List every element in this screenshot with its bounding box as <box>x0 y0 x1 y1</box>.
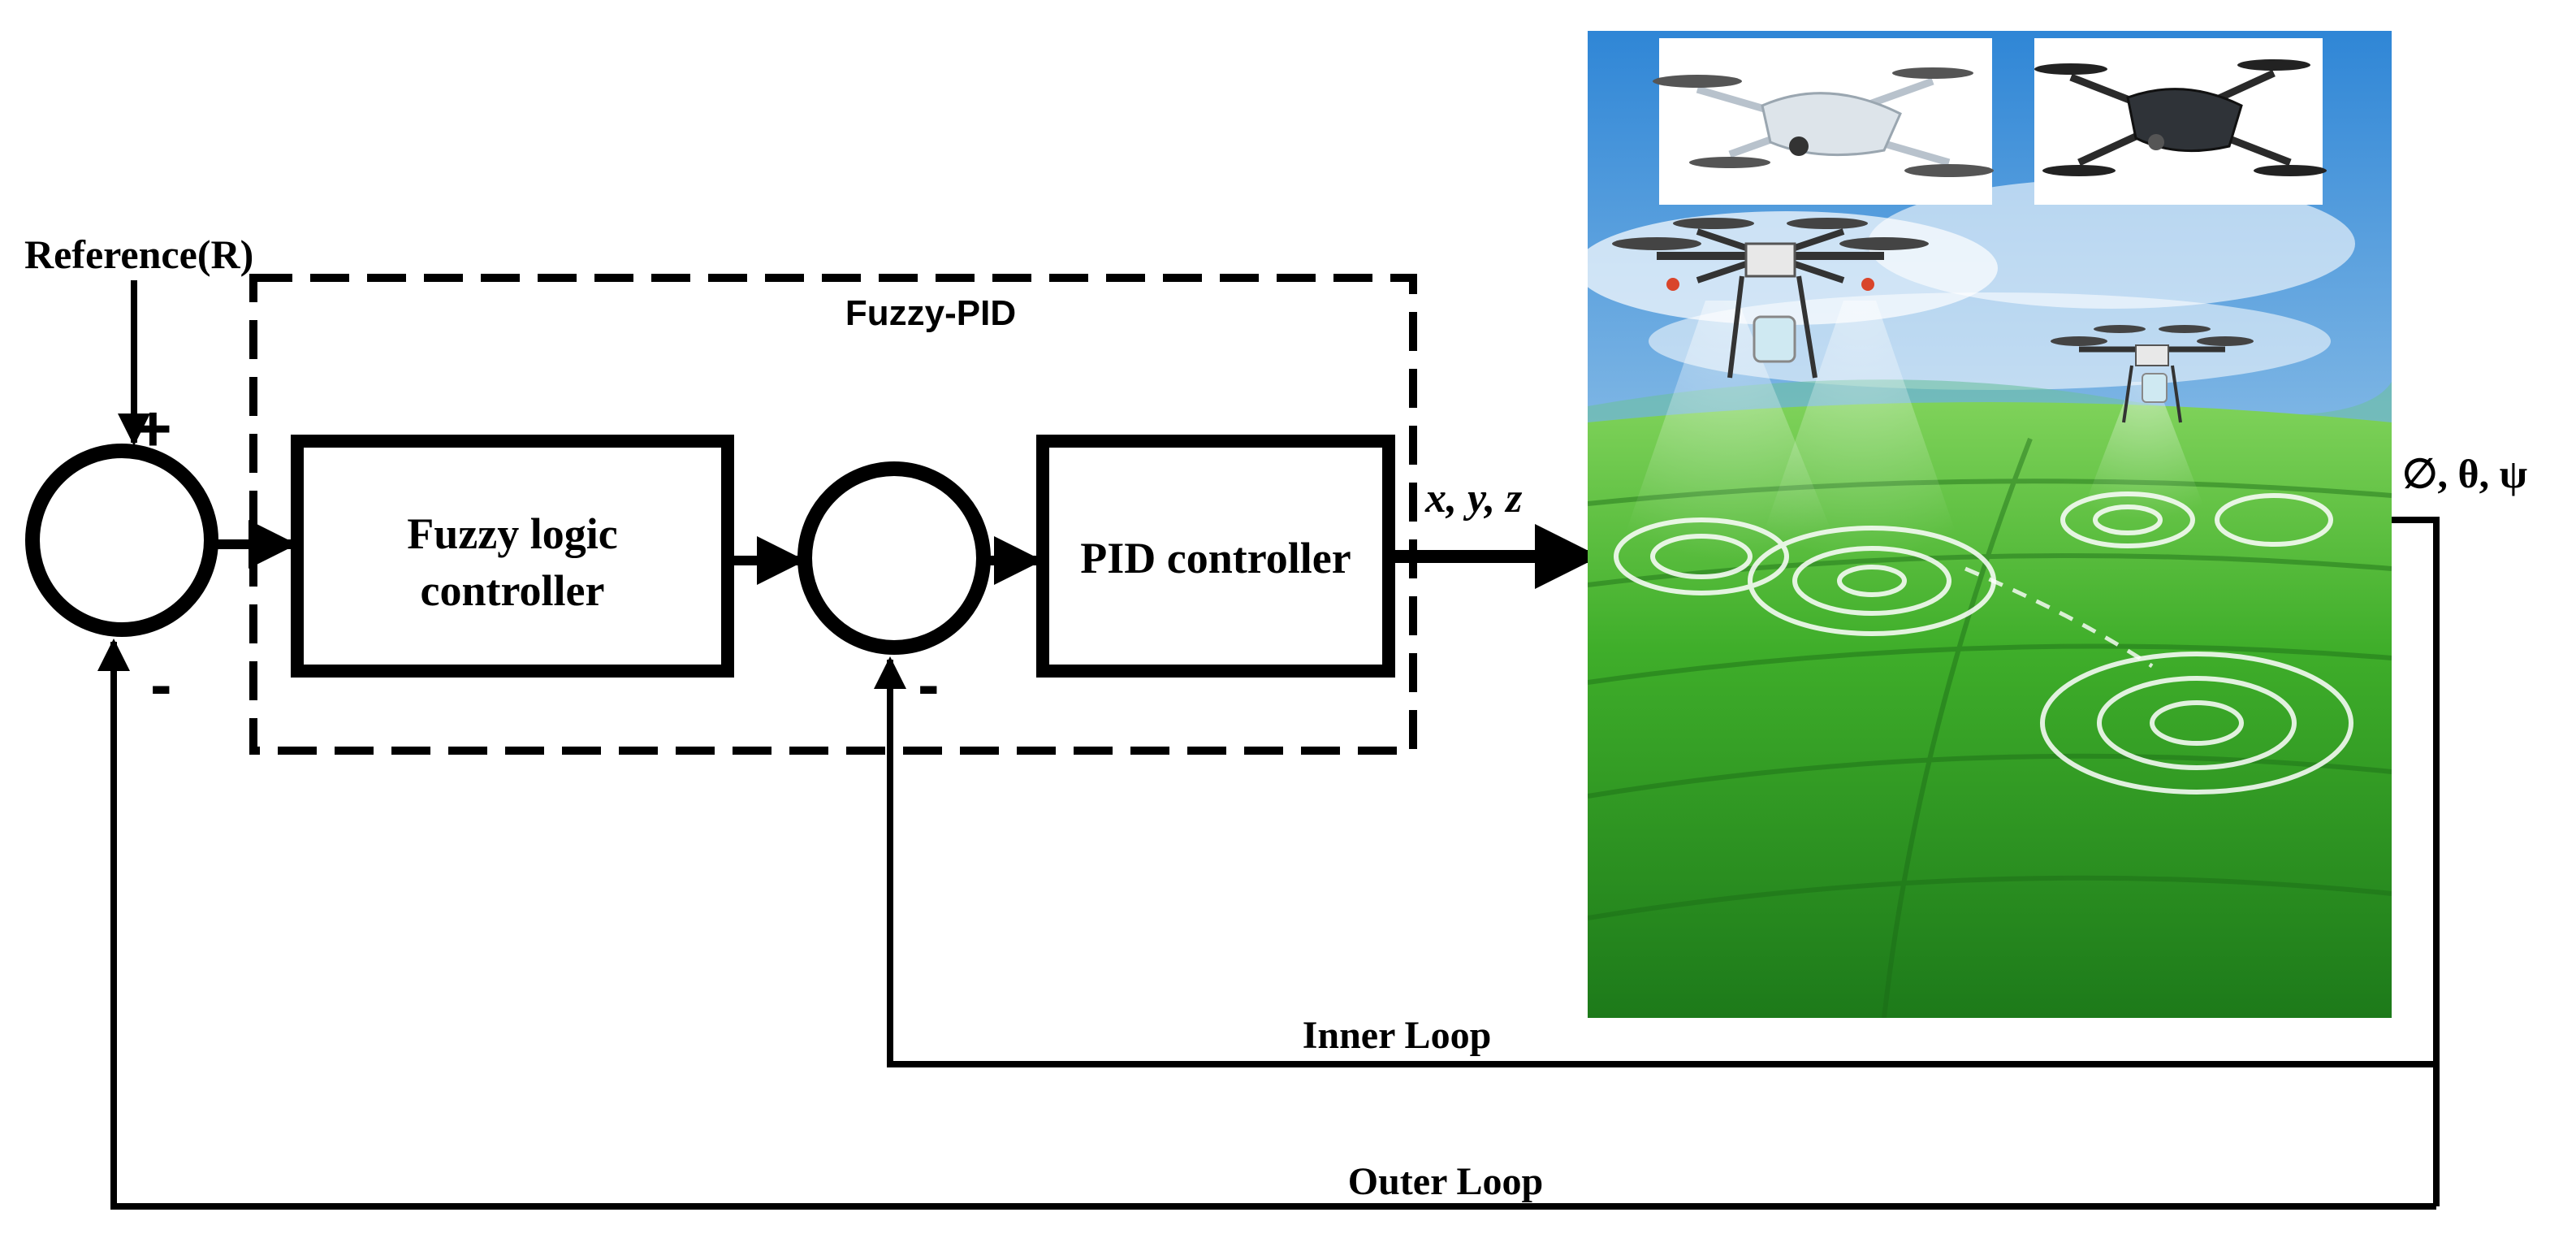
white-drone-icon <box>1653 38 1994 205</box>
plant-output-line <box>2392 517 2440 1206</box>
reference-label: Reference(R) <box>24 232 253 277</box>
outer-minus-sign: - <box>150 648 172 721</box>
fuzzy-pid-title: Fuzzy-PID <box>845 293 1016 333</box>
spray-drone-icon-small <box>2051 325 2254 423</box>
fuzzy-logic-label-line2: controller <box>421 566 605 615</box>
fuzzy-pid-boundary <box>249 274 1417 755</box>
plus-sign: + <box>134 392 172 465</box>
angles-signal-label: ∅, θ, ψ <box>2402 451 2527 496</box>
outer-summing-junction <box>25 444 218 637</box>
inner-loop-feedback <box>874 656 2436 1067</box>
pid-controller-label: PID controller <box>1080 534 1351 582</box>
outer-loop-feedback <box>97 639 2436 1210</box>
agricultural-drones-field-image <box>1588 31 2392 1018</box>
fuzzy-logic-controller-block <box>291 435 734 678</box>
inner-minus-sign: - <box>918 648 940 721</box>
fuzzy-logic-label-line1: Fuzzy logic <box>407 509 617 558</box>
inner-summing-junction <box>797 461 991 655</box>
outer-loop-label: Outer Loop <box>1348 1160 1543 1203</box>
black-drone-icon <box>2034 38 2327 205</box>
inner-loop-label: Inner Loop <box>1303 1014 1492 1057</box>
pid-controller-block <box>1036 435 1395 678</box>
spray-drone-icon-large <box>1612 218 1929 379</box>
xyz-signal-label: x, y, z <box>1424 475 1523 522</box>
